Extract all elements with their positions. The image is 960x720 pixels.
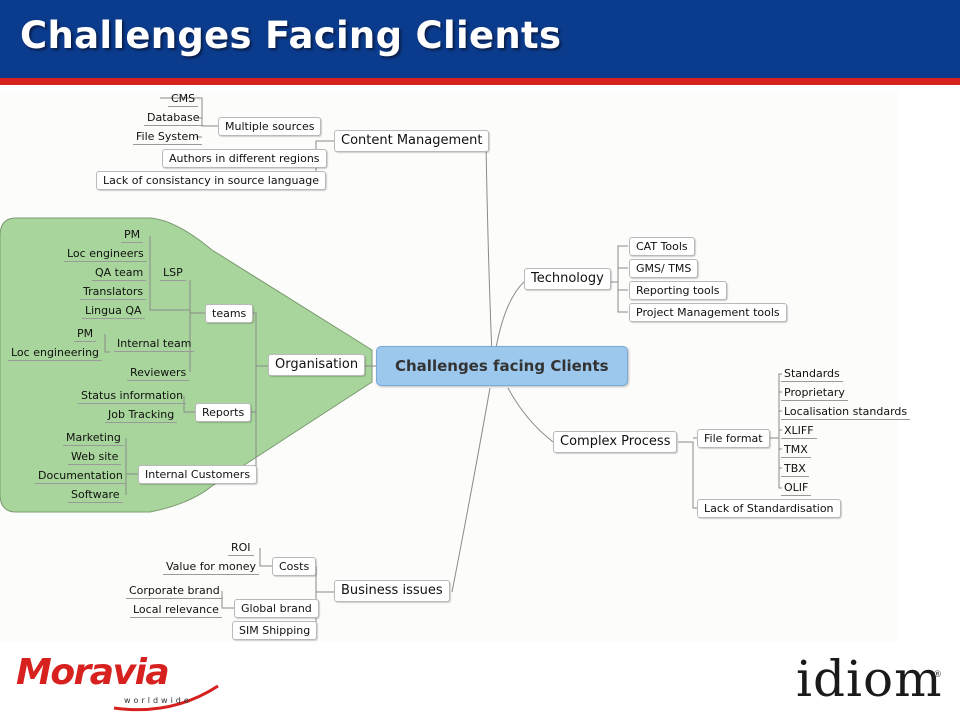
leaf-database[interactable]: Database	[144, 111, 203, 126]
node-lack-consistancy[interactable]: Lack of consistancy in source language	[96, 171, 326, 190]
moravia-swoosh	[113, 684, 219, 712]
leaf-tmx[interactable]: TMX	[781, 443, 811, 458]
leaf-marketing[interactable]: Marketing	[63, 431, 124, 446]
slide-title: Challenges Facing Clients	[20, 14, 562, 57]
node-gms-tms[interactable]: GMS/ TMS	[629, 259, 699, 278]
node-teams[interactable]: teams	[205, 304, 254, 323]
node-reports[interactable]: Reports	[195, 403, 252, 422]
node-complex-process[interactable]: Complex Process	[553, 431, 678, 453]
header-stripe	[0, 78, 960, 85]
moravia-logo: Moravia worldwide	[16, 652, 219, 712]
leaf-translators[interactable]: Translators	[80, 285, 147, 300]
node-authors-regions[interactable]: Authors in different regions	[162, 149, 327, 168]
node-technology[interactable]: Technology	[524, 268, 611, 290]
leaf-internal-team[interactable]: Internal team	[114, 337, 195, 352]
node-costs[interactable]: Costs	[272, 557, 317, 576]
registered-mark-icon: ®	[933, 670, 942, 680]
leaf-status-information[interactable]: Status information	[78, 389, 187, 404]
leaf-cms[interactable]: CMS	[168, 92, 199, 107]
leaf-file-system[interactable]: File System	[133, 130, 202, 145]
node-content-management[interactable]: Content Management	[334, 130, 490, 152]
node-lack-standardisation[interactable]: Lack of Standardisation	[697, 499, 841, 518]
leaf-web-site[interactable]: Web site	[68, 450, 122, 465]
node-project-management-tools[interactable]: Project Management tools	[629, 303, 787, 322]
leaf-internal-pm[interactable]: PM	[74, 327, 97, 342]
moravia-wordmark: Moravia	[16, 652, 170, 693]
node-reporting-tools[interactable]: Reporting tools	[629, 281, 727, 300]
center-node[interactable]: Challenges facing Clients	[376, 346, 628, 386]
leaf-software[interactable]: Software	[68, 488, 123, 503]
leaf-local-relevance[interactable]: Local relevance	[130, 603, 222, 618]
leaf-tbx[interactable]: TBX	[781, 462, 809, 477]
leaf-lingua-qa[interactable]: Lingua QA	[82, 304, 145, 319]
node-multiple-sources[interactable]: Multiple sources	[218, 117, 322, 136]
leaf-roi[interactable]: ROI	[228, 541, 254, 556]
leaf-corporate-brand[interactable]: Corporate brand	[126, 584, 223, 599]
leaf-loc-engineers[interactable]: Loc engineers	[64, 247, 147, 262]
node-file-format[interactable]: File format	[697, 429, 770, 448]
node-sim-shipping[interactable]: SIM Shipping	[232, 621, 318, 640]
node-internal-customers[interactable]: Internal Customers	[138, 465, 258, 484]
node-organisation[interactable]: Organisation	[268, 354, 366, 376]
idiom-wordmark: idiom	[796, 650, 943, 708]
node-cat-tools[interactable]: CAT Tools	[629, 237, 695, 256]
leaf-proprietary[interactable]: Proprietary	[781, 386, 848, 401]
leaf-value-for-money[interactable]: Value for money	[163, 560, 260, 575]
leaf-standards[interactable]: Standards	[781, 367, 843, 382]
leaf-lsp-pm[interactable]: PM	[121, 228, 144, 243]
leaf-lsp[interactable]: LSP	[160, 266, 186, 281]
leaf-qa-team[interactable]: QA team	[92, 266, 147, 281]
leaf-olif[interactable]: OLIF	[781, 481, 812, 496]
leaf-loc-engineering[interactable]: Loc engineering	[8, 346, 103, 361]
organisation-highlight	[0, 217, 373, 513]
leaf-reviewers[interactable]: Reviewers	[127, 366, 190, 381]
moravia-tagline: worldwide	[124, 696, 192, 705]
node-global-brand[interactable]: Global brand	[234, 599, 319, 618]
idiom-logo: idiom ®	[796, 648, 946, 710]
node-business-issues[interactable]: Business issues	[334, 580, 450, 602]
leaf-localisation-standards[interactable]: Localisation standards	[781, 405, 911, 420]
leaf-job-tracking[interactable]: Job Tracking	[105, 408, 178, 423]
leaf-documentation[interactable]: Documentation	[35, 469, 126, 484]
leaf-xliff[interactable]: XLIFF	[781, 424, 817, 439]
slide-header: Challenges Facing Clients	[0, 0, 960, 78]
